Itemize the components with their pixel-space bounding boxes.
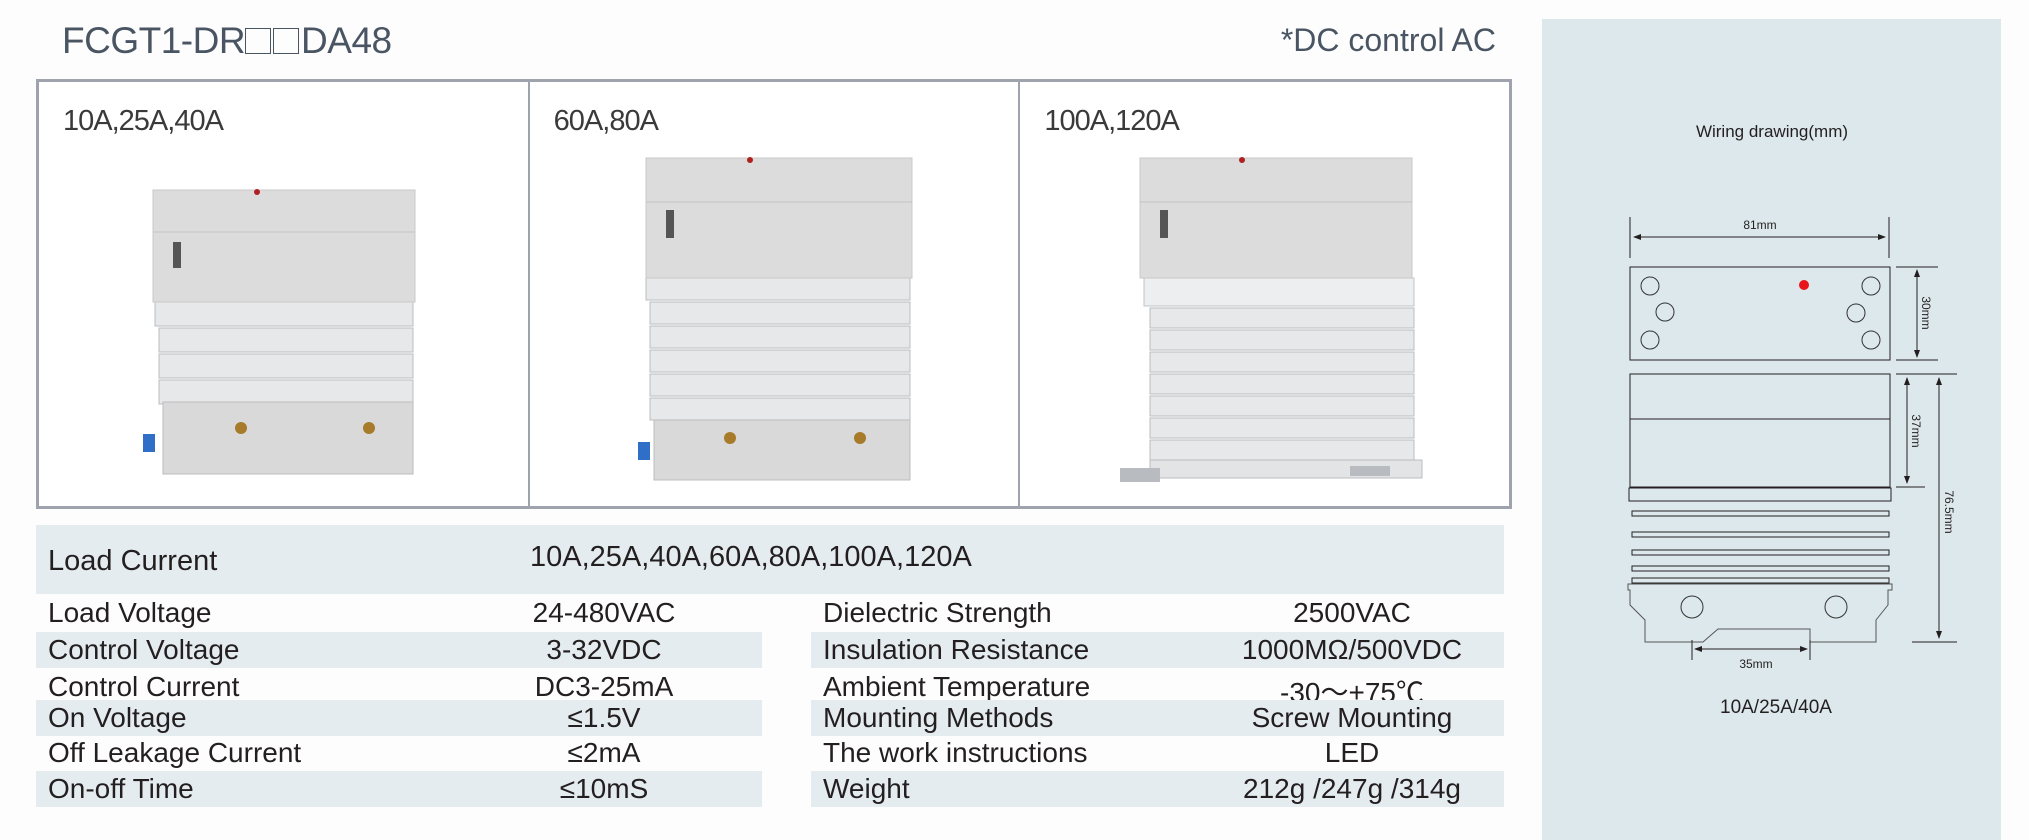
drawing-title: Wiring drawing(mm) [1696,122,1848,141]
spec-label: Dielectric Strength [823,597,1052,628]
control-type: *DC control AC [1280,22,1496,58]
relay-housing [1139,157,1413,279]
spec-row: Insulation Resistance 1000MΩ/500VDC [811,632,1504,668]
spec-row: Load Voltage 24-480VAC [36,595,762,631]
total-height-label: 76.5mm [1942,490,1956,533]
spec-value: 212g /247g /314g [1243,773,1461,804]
product-gallery: 10A,25A,40A 60A,80A [36,79,1512,509]
spec-label: Off Leakage Current [48,737,302,768]
width-dim-label: 81mm [1743,218,1776,232]
clip [143,434,155,452]
product-title: FCGT1-DR DA48 [62,20,392,62]
spec-label: Ambient Temperature [823,671,1091,702]
led-indicator [254,189,260,195]
product-label: 100A,120A [1044,105,1180,137]
screw-terminal [723,432,736,444]
side-view-fins [1628,487,1892,584]
spec-label: The work instructions [823,737,1088,768]
spec-row: Control Voltage 3-32VDC [36,632,762,668]
spec-value: 10A,25A,40A,60A,80A,100A,120A [530,541,972,573]
spec-row: Mounting Methods Screw Mounting [811,700,1504,736]
wiring-drawing-panel: Wiring drawing(mm) 81mm 30mm 37mm 76.5mm… [1542,19,2001,840]
din-base [162,401,414,475]
din-base [653,419,911,481]
spec-value: 2500VAC [1293,597,1411,628]
product-label: 10A,25A,40A [63,105,224,137]
placeholder-box [245,28,272,54]
spec-value: 3-32VDC [546,634,662,665]
spec-label: Control Current [48,671,240,702]
spec-label: Weight [823,773,910,804]
spec-value: Screw Mounting [1251,702,1453,733]
spec-row: On-off Time ≤10mS [36,771,762,807]
screw-terminal [363,422,375,434]
spec-row: Control Current DC3-25mA [36,669,762,705]
spec-label: On Voltage [48,702,187,733]
spec-value: ≤1.5V [567,702,641,733]
spec-row: Weight 212g /247g /314g [811,771,1504,807]
heatsink [154,299,414,405]
product-image-large [1120,157,1423,482]
clip [637,442,650,460]
led-indicator [746,157,753,163]
heatsink [1149,307,1415,461]
side-view-body [1629,373,1891,488]
terminal-screws [1640,276,1881,350]
control-terminal [173,242,181,268]
heatsink [645,277,911,421]
drawing-model-label: 10A/25A/40A [1720,697,1832,718]
spec-row: On Voltage ≤1.5V [36,700,762,736]
body-height-label: 37mm [1909,414,1923,447]
heatsink-plate [1143,277,1415,307]
product-cell: 100A,120A [1020,82,1509,506]
spec-value: LED [1324,737,1380,768]
spec-row-load-current: Load Current 10A,25A,40A,60A,80A,100A,12… [36,525,1504,594]
led-dot [1799,280,1809,290]
mount-foot [1350,466,1391,476]
spec-value: ≤2mA [567,737,641,768]
spec-row: Off Leakage Current ≤2mA [36,735,762,771]
product-label: 60A,80A [553,105,659,137]
spec-label: Mounting Methods [823,702,1054,733]
spec-value: 24-480VAC [532,597,676,628]
spec-label: On-off Time [48,773,194,804]
screw-terminal [235,422,247,434]
product-image-medium [637,157,913,481]
top-view-outline [1629,266,1891,361]
spec-value: DC3-25mA [534,671,674,702]
spec-row: Dielectric Strength 2500VAC [811,595,1504,631]
rail-dim-label: 35mm [1739,657,1772,671]
placeholder-box [273,28,300,54]
product-image-small [143,189,416,475]
spec-label: Insulation Resistance [823,634,1090,665]
control-terminal [665,210,674,238]
top-height-label: 30mm [1919,296,1933,329]
spec-label: Load Voltage [48,597,212,628]
led-indicator [1239,157,1246,163]
mount-foot [1120,468,1161,482]
relay-housing [645,157,913,279]
spec-row: The work instructions LED [811,735,1504,771]
spec-value: 1000MΩ/500VDC [1241,634,1463,665]
product-cell: 60A,80A [530,82,1021,506]
model-prefix: FCGT1-DR [62,20,246,61]
model-suffix: DA48 [301,20,392,61]
din-base-outline [1627,583,1893,643]
dimension-drawing: Wiring drawing(mm) 81mm 30mm 37mm 76.5mm… [1627,122,1957,718]
relay-housing [152,189,416,303]
control-terminal [1160,210,1169,238]
spec-label: Load Current [48,545,218,577]
product-cell: 10A,25A,40A [39,82,530,506]
screw-terminal [853,432,866,444]
spec-value: ≤10mS [559,773,649,804]
spec-label: Control Voltage [48,634,240,665]
